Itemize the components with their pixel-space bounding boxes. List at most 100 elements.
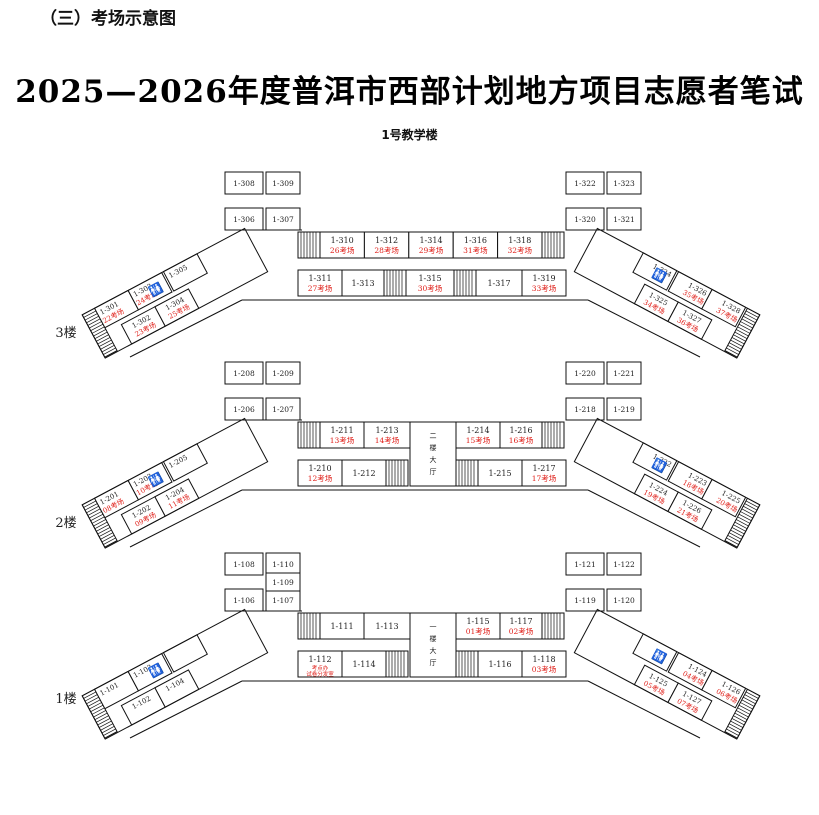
room-number: 1-106	[233, 596, 255, 605]
room-box	[521, 459, 567, 487]
room-number: 1-323	[613, 179, 635, 188]
stair-step	[741, 318, 755, 326]
stair-step	[101, 345, 115, 353]
room-box	[363, 612, 411, 640]
room-number: 1-216	[509, 426, 532, 435]
stair-step	[89, 511, 102, 519]
stair-step	[745, 310, 759, 318]
stairs-box	[385, 459, 409, 487]
room-number: 1-320	[574, 215, 596, 224]
room-number: 1-319	[532, 274, 555, 283]
room-number: 1-215	[488, 469, 511, 478]
room-box	[565, 171, 605, 195]
exam-label: 33考场	[532, 284, 557, 293]
stair-step	[738, 513, 752, 522]
hall-box	[409, 421, 457, 487]
stairs	[297, 231, 321, 259]
exam-label: 01考场	[466, 627, 491, 636]
room-number: 1-112	[308, 655, 331, 664]
hall-label-char: 厅	[430, 468, 437, 476]
stair-step	[96, 524, 109, 532]
exam-label: 02考场	[509, 627, 534, 636]
room-box	[297, 269, 343, 297]
room-number: 1-214	[466, 426, 489, 435]
room-number: 1-313	[351, 279, 374, 288]
stairs	[385, 459, 409, 487]
stair-step	[737, 707, 751, 715]
hall-label-char: 大	[430, 455, 437, 464]
stair-step	[83, 500, 97, 508]
room-number: 1-306	[233, 215, 255, 224]
hall-label-char: 二	[430, 432, 437, 440]
stair-step	[744, 313, 758, 321]
building-name: 1号教学楼	[381, 128, 438, 142]
stairs	[455, 650, 479, 678]
room-box	[606, 171, 642, 195]
stairs	[541, 231, 565, 259]
room-number: 1-110	[272, 560, 294, 569]
stair-step	[733, 334, 746, 342]
exam-label: 27考场	[308, 284, 333, 293]
room-number: 1-212	[352, 469, 375, 478]
room-number: 1-122	[613, 560, 635, 569]
room-number: 1-308	[233, 179, 255, 188]
room-box	[499, 612, 543, 640]
room-box	[521, 269, 567, 297]
floor-label: 2楼	[55, 516, 76, 531]
stair-step	[83, 310, 97, 318]
stair-step	[93, 329, 106, 337]
exam-label: 17考场	[532, 474, 557, 483]
room-box	[408, 231, 454, 259]
room-box	[224, 552, 264, 576]
stair-step	[731, 718, 745, 726]
restroom-icon: 🚻	[147, 471, 165, 489]
room-box	[565, 361, 605, 385]
stair-step	[740, 511, 753, 519]
room-number: 1-317	[487, 279, 510, 288]
hall-label-char: 大	[430, 646, 437, 655]
stair-step	[743, 505, 756, 514]
stair-step	[737, 516, 751, 524]
stairs	[297, 421, 321, 449]
room-box	[565, 397, 605, 421]
stair-step	[94, 521, 108, 529]
main-title: 2025—2026年度普洱市西部计划地方项目志愿者笔试	[15, 74, 804, 110]
stair-step	[733, 524, 746, 532]
room-number: 1-116	[488, 660, 511, 669]
stair-step	[734, 712, 748, 720]
stair-step	[89, 702, 102, 710]
room-note: 考点办	[312, 664, 329, 672]
restroom-icon: 🚻	[650, 648, 668, 666]
corridor-line	[129, 489, 243, 548]
room-number: 1-111	[330, 622, 353, 631]
floor-label: 1楼	[55, 692, 76, 707]
stairs	[453, 269, 477, 297]
room-number: 1-206	[233, 405, 255, 414]
stair-step	[98, 529, 112, 537]
stairs	[541, 612, 565, 640]
room-note: 试卷分发室	[306, 670, 334, 678]
stairs-box	[385, 650, 409, 678]
stair-step	[86, 505, 99, 514]
room-box	[265, 572, 301, 592]
exam-label: 32考场	[508, 246, 533, 255]
restroom-icon: 🚻	[147, 662, 165, 680]
exam-label: 13考场	[330, 436, 355, 445]
stairs	[297, 612, 321, 640]
room-box	[565, 552, 605, 576]
stair-step	[101, 726, 115, 734]
room-number: 1-221	[613, 369, 635, 378]
room-number: 1-309	[272, 179, 294, 188]
stair-step	[97, 718, 111, 726]
wing-outline	[573, 417, 761, 549]
room-box	[265, 171, 301, 195]
room-number: 1-318	[508, 236, 531, 245]
